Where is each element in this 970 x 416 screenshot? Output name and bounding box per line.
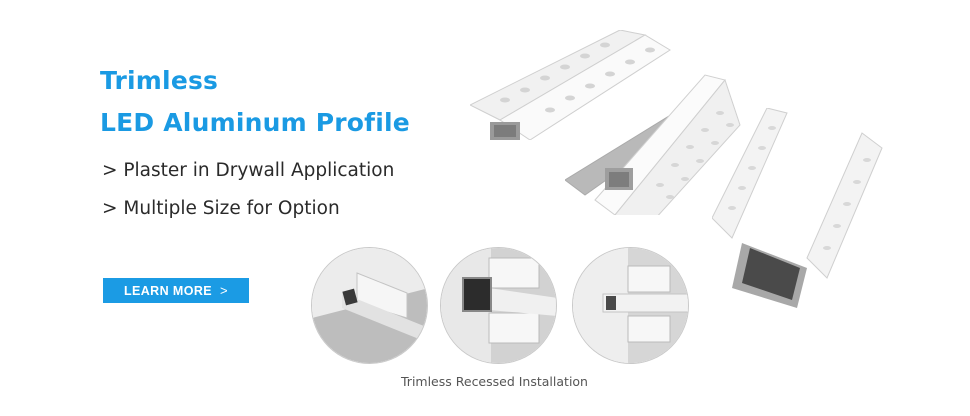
learn-more-button[interactable]: LEARN MORE > [103, 278, 249, 303]
product-image-corner-profile [565, 65, 745, 215]
chevron-right-icon: > [220, 283, 229, 298]
product-image-flat-profile [470, 30, 690, 140]
install-image-wall-recessed [440, 247, 557, 364]
hero-title-line2: LED Aluminum Profile [100, 108, 410, 137]
hero-title-line1: Trimless [100, 66, 219, 95]
install-image-flush-wall [572, 247, 689, 364]
learn-more-label: LEARN MORE [123, 283, 213, 298]
installation-caption: Trimless Recessed Installation [401, 374, 588, 389]
install-image-ceiling-corner [311, 247, 428, 364]
feature-bullet-1: > Plaster in Drywall Application [102, 160, 395, 181]
product-image-deep-profile [712, 108, 892, 308]
feature-bullet-2: > Multiple Size for Option [102, 198, 340, 219]
